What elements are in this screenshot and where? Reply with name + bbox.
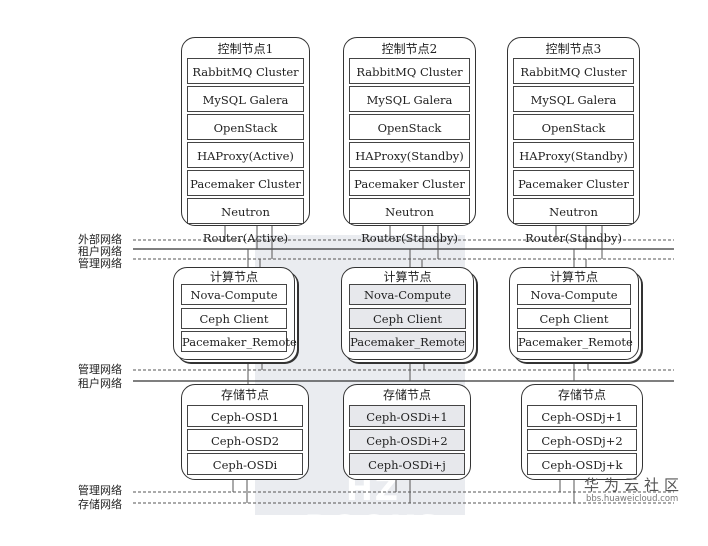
controller-node-2: 控制节点2 RabbitMQ Cluster MySQL Galera Open… xyxy=(343,37,476,245)
compute-node-3: 计算节点 Nova-Compute Ceph Client Pacemaker_… xyxy=(509,267,639,360)
service-box: HAProxy(Active) xyxy=(187,142,304,168)
storage-connectors xyxy=(232,381,575,503)
compute-node-title: 计算节点 xyxy=(209,270,258,284)
service-box: Nova-Compute xyxy=(517,284,631,305)
service-box: Ceph Client xyxy=(517,308,631,329)
controller-node-title: 控制节点3 xyxy=(545,42,602,56)
storage-node-title: 存储节点 xyxy=(382,388,431,402)
service-box: OpenStack API(Active) xyxy=(513,114,634,161)
controller-connectors xyxy=(224,226,603,259)
controller-node-title: 控制节点2 xyxy=(381,42,438,56)
service-box: RabbitMQ Cluster xyxy=(513,58,634,84)
storage-node-3: 存储节点 Ceph-OSDj+1 Ceph-OSDj+2 Ceph-OSDj+k xyxy=(521,384,643,480)
huaweicloud-logo: 华为云社区 xyxy=(584,476,685,494)
service-box: RabbitMQ Cluster xyxy=(349,58,470,84)
service-box: Pacemaker Cluster xyxy=(187,170,304,196)
compute-connectors xyxy=(247,249,589,381)
service-box: HAProxy(Standby) xyxy=(513,142,634,168)
service-box: OpenStack API(Active) xyxy=(349,114,470,161)
label-management-network-top: 管理网络 xyxy=(78,257,122,270)
service-box: Ceph-OSDi+1 xyxy=(349,405,465,427)
service-box: OpenStack API(Active) xyxy=(187,114,304,161)
service-box: Ceph-OSDj+1 xyxy=(527,405,637,427)
huaweicloud-url: bbs.huaweicloud.com xyxy=(586,494,679,504)
service-box: Ceph-OSDi+j xyxy=(349,453,465,475)
service-box: Pacemaker_Remote xyxy=(181,331,297,352)
label-tenant-network-top: 租户网络 xyxy=(78,245,122,258)
service-box: Ceph-OSD2 xyxy=(187,429,303,451)
storage-node-1: 存储节点 Ceph-OSD1 Ceph-OSD2 Ceph-OSDi xyxy=(181,384,309,480)
label-management-network-bottom: 管理网络 xyxy=(78,484,122,497)
service-box: Pacemaker_Remote xyxy=(349,331,466,352)
service-box: Nova-Compute xyxy=(181,284,287,305)
compute-node-1: 计算节点 Nova-Compute Ceph Client Pacemaker_… xyxy=(173,267,297,360)
label-tenant-network-mid: 租户网络 xyxy=(78,377,122,390)
label-external-network: 外部网络 xyxy=(78,233,122,246)
compute-node-title: 计算节点 xyxy=(549,270,598,284)
network-lines xyxy=(133,226,674,504)
storage-node-2: 存储节点 Ceph-OSDi+1 Ceph-OSDi+2 Ceph-OSDi+j xyxy=(343,384,471,480)
storage-node-title: 存储节点 xyxy=(557,388,606,402)
compute-node-title: 计算节点 xyxy=(383,270,432,284)
service-box: MySQL Galera xyxy=(349,86,470,112)
service-box: Neutron Router(Active) xyxy=(187,198,304,245)
service-box: Ceph Client xyxy=(349,308,466,329)
service-box: Pacemaker Cluster xyxy=(349,170,470,196)
service-box: Neutron Router(Standby) xyxy=(513,198,634,245)
service-box: MySQL Galera xyxy=(513,86,634,112)
label-storage-network: 存储网络 xyxy=(78,498,122,511)
service-box: Ceph-OSDi+2 xyxy=(349,429,465,451)
service-box: Ceph-OSD1 xyxy=(187,405,303,427)
storage-node-title: 存储节点 xyxy=(220,388,269,402)
service-box: Pacemaker_Remote xyxy=(517,331,633,352)
compute-node-2: 计算节点 Nova-Compute Ceph Client Pacemaker_… xyxy=(341,267,474,360)
service-box: Ceph-OSDj+k xyxy=(527,453,637,475)
service-box: Ceph Client xyxy=(181,308,287,329)
service-box: Neutron Router(Standby) xyxy=(349,198,470,245)
controller-node-title: 控制节点1 xyxy=(217,42,274,56)
controller-node-3: 控制节点3 RabbitMQ Cluster MySQL Galera Open… xyxy=(507,37,640,245)
service-box: Ceph-OSDj+2 xyxy=(527,429,637,451)
service-box: Ceph-OSDi xyxy=(187,453,303,475)
service-box: HAProxy(Standby) xyxy=(349,142,470,168)
service-box: MySQL Galera xyxy=(187,86,304,112)
service-box: RabbitMQ Cluster xyxy=(187,58,304,84)
service-box: Pacemaker Cluster xyxy=(513,170,634,196)
label-management-network-mid: 管理网络 xyxy=(78,363,122,376)
service-box: Nova-Compute xyxy=(349,284,466,305)
controller-node-1: 控制节点1 RabbitMQ Cluster MySQL Galera Open… xyxy=(181,37,310,245)
